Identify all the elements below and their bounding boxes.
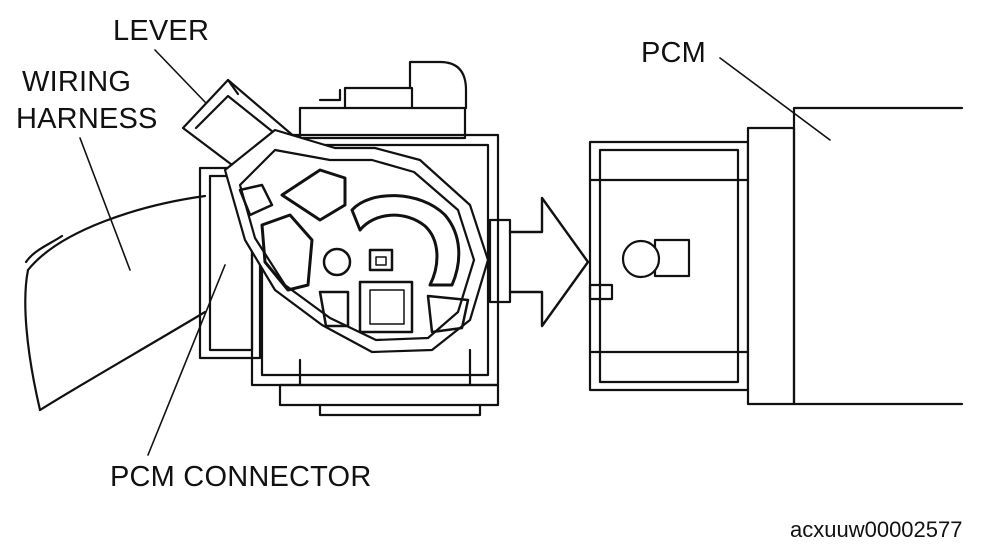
lever-label: LEVER <box>113 15 210 47</box>
pcm-connector-label: PCM CONNECTOR <box>110 461 372 493</box>
pcm-label: PCM <box>641 37 707 69</box>
figure-code: acxuuw00002577 <box>790 517 963 542</box>
leader-lines <box>79 49 831 456</box>
pcm-unit-drawing <box>588 106 964 406</box>
insertion-arrow <box>508 196 590 328</box>
wiring-harness-label-line1: WIRING <box>22 66 132 98</box>
wiring-harness-label-line2: HARNESS <box>16 103 158 135</box>
lever-drawing <box>181 78 490 354</box>
wiring-harness-drawing <box>24 194 207 412</box>
